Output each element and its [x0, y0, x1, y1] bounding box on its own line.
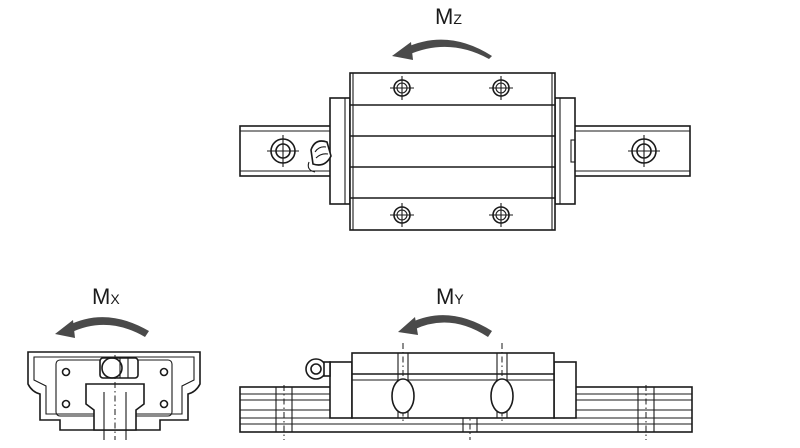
moment-label-mz: MZ — [435, 4, 462, 29]
moment-label-my: MY — [436, 284, 464, 309]
end-plate-right-side — [553, 361, 577, 419]
end-plate-right — [554, 97, 576, 205]
rail-end-view — [85, 355, 145, 440]
carriage-block-side-view — [351, 352, 555, 419]
side-view: MY — [239, 284, 693, 440]
rail-hole — [628, 135, 660, 167]
screw-hole — [159, 367, 169, 377]
rail-bolt — [275, 385, 293, 440]
screw-hole — [61, 399, 71, 409]
rail-bolt — [637, 385, 655, 440]
grease-nipple — [307, 140, 332, 173]
screw-hole — [159, 399, 169, 409]
rotation-arrow-my — [398, 315, 492, 337]
screw-hole — [61, 367, 71, 377]
top-view: MZ — [239, 4, 691, 231]
end-view: MX — [27, 284, 201, 440]
grease-nipple-side-view — [305, 358, 331, 380]
mounting-hole — [390, 76, 414, 100]
block-bolt — [490, 343, 514, 422]
end-plate-left-side — [329, 361, 353, 419]
mounting-hole — [390, 203, 414, 227]
end-plate-left — [329, 97, 351, 205]
rotation-arrow-mz — [392, 39, 492, 60]
mounting-hole — [489, 203, 513, 227]
moment-label-mx: MX — [92, 284, 120, 309]
rotation-arrow-mx — [55, 317, 149, 338]
mounting-hole — [489, 76, 513, 100]
grease-nipple-end-view — [99, 357, 139, 379]
rail-hole — [267, 135, 299, 167]
block-bolt — [391, 343, 415, 422]
carriage-block-top-view — [349, 72, 556, 231]
